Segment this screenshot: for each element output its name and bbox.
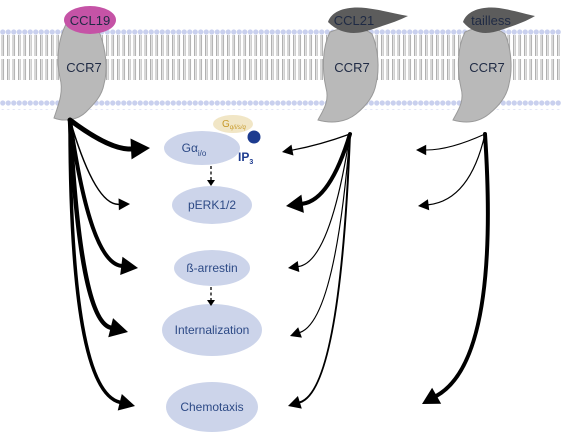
node-shape <box>172 186 252 224</box>
arrowhead-ccl19-to-chemotaxis <box>117 393 135 411</box>
ligand-ccl19-shape <box>64 6 116 34</box>
g-protein-subscript: q/i/s/q <box>230 125 247 131</box>
arrow-ccl21-to-perk <box>300 132 352 206</box>
arrowhead-ccl19-to-perk <box>118 198 130 211</box>
arrowhead-tailless-to-galpha <box>416 144 427 156</box>
ligand-label: CCL19 <box>70 13 110 28</box>
ip3-label: IP3 <box>238 150 253 166</box>
arrow-ccl21-to-internalization <box>299 133 351 334</box>
node-galpha: Gαi/o <box>164 131 240 165</box>
node-label: Chemotaxis <box>180 400 243 414</box>
arrow-tailless-to-perk <box>427 133 486 206</box>
arrowhead-ccl21-to-perk <box>286 194 304 213</box>
arrow-tailless-to-chemotaxis <box>434 132 490 398</box>
galpha-to-perk-arrowhead <box>207 180 215 186</box>
ip3-messenger: IP3 <box>238 130 261 166</box>
arrowhead-ccl19-to-internalization <box>108 318 128 338</box>
ccr7-receptor-shape <box>317 27 379 123</box>
receptor-ccl19: CCL19 CCR7 <box>53 6 116 121</box>
ccr7-receptor-shape <box>53 21 107 121</box>
node-label: Gαi/o <box>182 141 207 158</box>
node-internalization: Internalization <box>162 304 262 356</box>
node-shape <box>162 304 262 356</box>
internal-dashed-arrows <box>207 166 215 306</box>
receptor-label: CCR7 <box>469 60 504 75</box>
receptor-label: CCR7 <box>66 60 101 75</box>
ip3-dot <box>247 130 261 144</box>
arrowhead-ccl21-to-chemotaxis <box>288 396 302 409</box>
node-arrestin: ß-arrestin <box>174 250 250 286</box>
g-protein-badge: Gq/i/s/q <box>213 115 253 133</box>
node-label: ß-arrestin <box>186 261 237 275</box>
node-shape <box>166 382 258 432</box>
ligand-ccl21-shape <box>328 7 408 33</box>
arrow-ccl19-to-galpha <box>67 117 134 152</box>
arrow-ccl21-to-chemotaxis <box>298 133 351 404</box>
g-protein-shape <box>213 115 253 133</box>
receptor-label: CCR7 <box>334 60 369 75</box>
g-protein-label: Gq/i/s/q <box>222 119 246 131</box>
arrow-ccl19-to-internalization <box>67 117 113 330</box>
ligand-tailless-shape <box>463 7 535 33</box>
arrow-ccl19-to-arrestin <box>68 118 124 268</box>
ip3-base: IP <box>238 150 249 164</box>
g-protein-letter: G <box>222 119 230 130</box>
node-chemotaxis: Chemotaxis <box>166 382 258 432</box>
arrowhead-ccl21-to-galpha <box>282 144 294 156</box>
arrow-ccl19-to-chemotaxis <box>68 118 122 404</box>
arrow-ccl19-to-perk <box>69 119 120 206</box>
ligand-label: CCL21 <box>334 13 374 28</box>
receptor-tailless: tailless CCR7 <box>452 7 535 123</box>
node-shape <box>174 250 250 286</box>
ccr7-receptor-shape <box>452 27 512 123</box>
arrow-ccl21-to-galpha <box>291 133 351 151</box>
ligand-label: tailless <box>471 13 511 28</box>
signaling-arrows <box>67 117 490 411</box>
node-label: Internalization <box>175 323 250 337</box>
receptor-ccl21: CCL21 CCR7 <box>317 7 408 123</box>
ip3-subscript: 3 <box>249 159 253 166</box>
arrowhead-ccl19-to-arrestin <box>120 256 138 276</box>
arrestin-to-internalization-arrowhead <box>207 300 215 306</box>
arrowhead-tailless-to-chemotaxis <box>422 387 442 404</box>
arrowhead-ccl21-to-arrestin <box>288 260 300 272</box>
arrowhead-ccl19-to-galpha <box>130 138 150 160</box>
arrowhead-ccl21-to-internalization <box>290 327 302 338</box>
galpha-subscript: i/o <box>198 149 207 158</box>
arrow-tailless-to-galpha <box>425 133 486 151</box>
arrowhead-tailless-to-perk <box>418 199 430 211</box>
node-label: pERK1/2 <box>188 198 236 212</box>
node-shape <box>164 131 240 165</box>
arrow-ccl21-to-arrestin <box>297 133 351 268</box>
galpha-base: Gα <box>182 141 198 155</box>
node-perk: pERK1/2 <box>172 186 252 224</box>
